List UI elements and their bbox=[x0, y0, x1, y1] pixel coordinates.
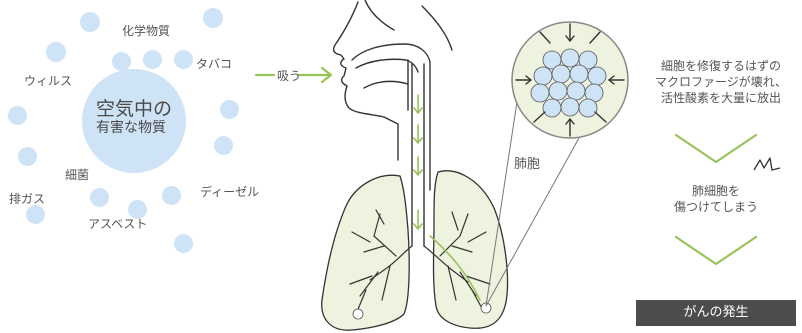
flow-step2-line: 肺細胞を bbox=[650, 183, 782, 199]
result-cancer-badge: がんの発生 bbox=[636, 300, 796, 326]
lungs bbox=[322, 171, 508, 330]
alveoli-magnified bbox=[512, 22, 628, 138]
flow-step1-line: マクロファージが壊れ、 bbox=[642, 74, 800, 90]
flow-step1-line: 細胞を修復するはずの bbox=[642, 58, 800, 74]
alveoli-label: 肺胞 bbox=[514, 153, 540, 172]
flow-step1-text: 細胞を修復するはずの マクロファージが壊れ、 活性酸素を大量に放出 bbox=[642, 58, 800, 106]
flow-step2-text: 肺細胞を 傷つけてしまう bbox=[650, 183, 782, 215]
flow-step1-line: 活性酸素を大量に放出 bbox=[642, 90, 800, 106]
flow-step2-line: 傷つけてしまう bbox=[650, 199, 782, 215]
inhale-label: 吸う bbox=[277, 67, 301, 84]
airflow-arrows bbox=[414, 95, 422, 229]
damage-burst-icon bbox=[754, 158, 780, 170]
